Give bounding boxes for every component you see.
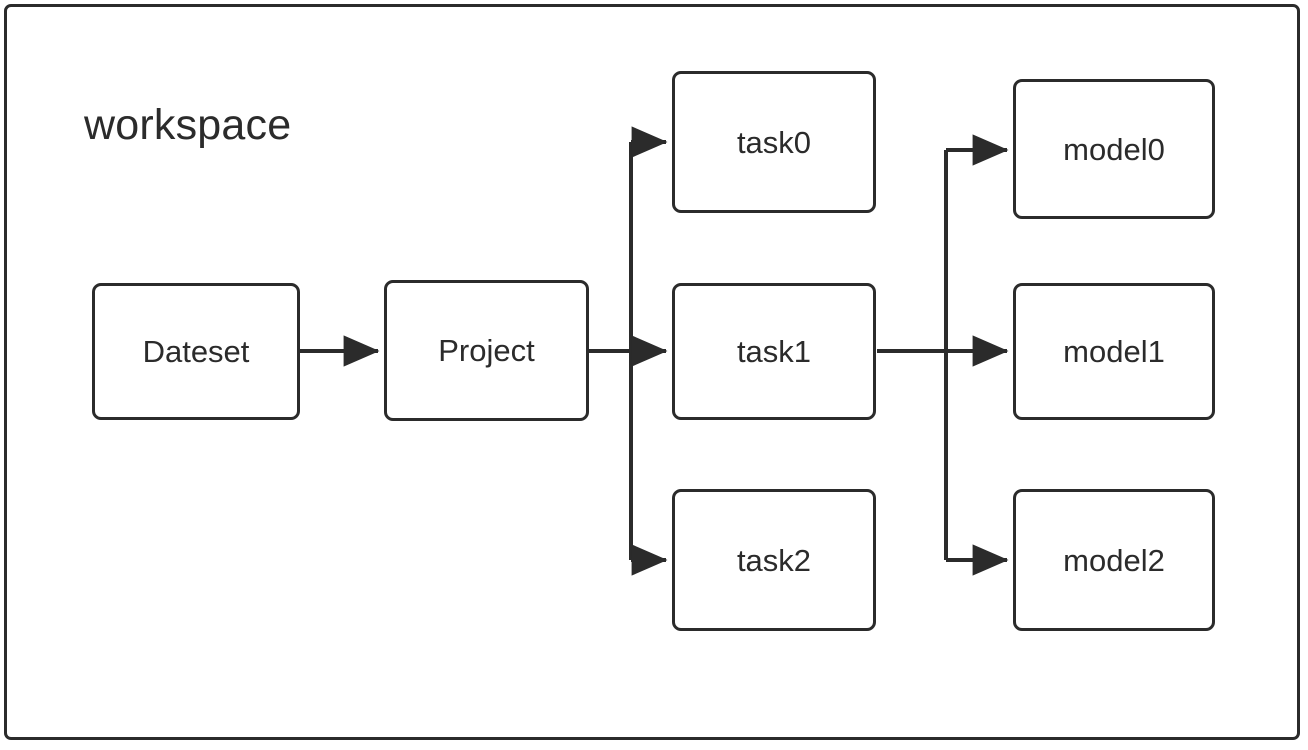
node-task1-label: task1 <box>736 334 812 369</box>
node-model2[interactable]: model2 <box>1013 489 1215 631</box>
node-task2-label: task2 <box>736 542 812 578</box>
node-dataset-label: Dateset <box>142 334 250 369</box>
node-model0-label: model0 <box>1063 131 1165 167</box>
node-model1-label: model1 <box>1063 334 1165 369</box>
node-model2-label: model2 <box>1063 542 1165 578</box>
workspace-title: workspace <box>84 101 292 149</box>
node-dataset[interactable]: Dateset <box>92 283 300 420</box>
node-model1[interactable]: model1 <box>1013 283 1215 420</box>
node-task0-label: task0 <box>736 124 812 160</box>
node-task2[interactable]: task2 <box>672 489 876 631</box>
node-task0[interactable]: task0 <box>672 71 876 213</box>
node-project-label: Project <box>438 333 535 368</box>
node-project[interactable]: Project <box>384 280 589 421</box>
node-model0[interactable]: model0 <box>1013 79 1215 219</box>
node-task1[interactable]: task1 <box>672 283 876 420</box>
